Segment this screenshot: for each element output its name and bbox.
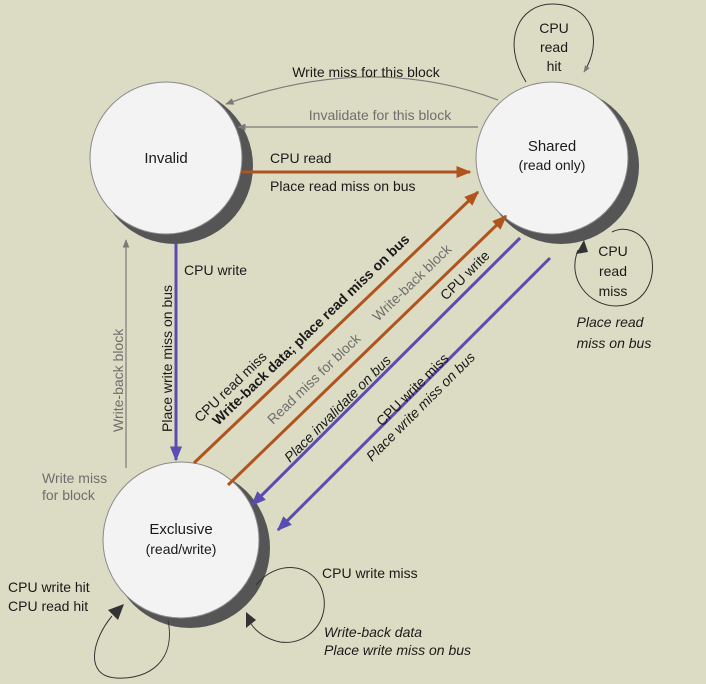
- label-shared-hit-line2: read: [540, 39, 568, 55]
- arrowhead-exclusive-self-hit: [108, 604, 124, 620]
- state-shared: Shared (read only): [475, 81, 639, 244]
- label-shared-hit-line3: hit: [547, 58, 562, 74]
- edge-shared-to-exclusive-cpu-write: [250, 236, 522, 507]
- state-exclusive-label: Exclusive: [149, 521, 212, 538]
- edge-exclusive-to-shared-read-miss: [226, 214, 508, 487]
- edge-exclusive-to-shared-cpu-read-miss: [192, 190, 480, 465]
- label-write-miss-for-this-block: Write miss for this block: [292, 64, 441, 80]
- edge-shared-self-read-hit: [513, 3, 594, 83]
- label-shared-miss-action1: Place read: [577, 314, 645, 330]
- label-exclusive-self-hit-line2: CPU read hit: [8, 598, 88, 614]
- label-exclusive-to-invalid-event2: for block: [42, 487, 96, 503]
- label-shared-miss-action2: miss on bus: [577, 335, 652, 351]
- label-shared-miss-line2: read: [599, 263, 627, 279]
- state-shared-sublabel: (read only): [519, 157, 586, 173]
- label-invalid-to-exclusive-action: Place write miss on bus: [159, 285, 175, 432]
- arrowhead-shared-self-read-miss: [576, 240, 588, 254]
- state-exclusive: Exclusive (read/write): [102, 461, 270, 628]
- label-shared-miss-line3: miss: [599, 283, 628, 299]
- label-exclusive-to-shared-read-miss-event: Read miss for block: [264, 330, 364, 428]
- label-invalid-to-exclusive-event: CPU write: [184, 262, 247, 278]
- arrowhead-exclusive-self-write-miss: [246, 612, 256, 628]
- state-invalid-circle: [89, 81, 243, 235]
- state-invalid: Invalid: [89, 81, 253, 244]
- label-exclusive-to-invalid-event1: Write miss: [42, 470, 107, 486]
- state-shared-label: Shared: [528, 138, 576, 155]
- label-shared-hit-line1: CPU: [539, 20, 569, 36]
- label-exclusive-self-miss-action2: Place write miss on bus: [324, 642, 471, 658]
- edge-shared-self-read-miss: [574, 228, 653, 307]
- edge-shared-to-exclusive-write-miss: [276, 256, 552, 532]
- label-exclusive-to-shared-cpu-read-miss-action: Write-back data; place read miss on bus: [209, 231, 413, 428]
- state-exclusive-circle: [102, 461, 260, 619]
- label-invalidate-for-this-block: Invalidate for this block: [309, 107, 452, 123]
- state-shared-circle: [475, 81, 629, 235]
- label-invalid-to-shared-event: CPU read: [270, 150, 331, 166]
- edge-exclusive-self-hit: [94, 615, 170, 679]
- label-exclusive-self-hit-line1: CPU write hit: [8, 579, 90, 595]
- edge-shared-to-invalid-write-miss: [225, 76, 499, 105]
- label-exclusive-self-miss-event: CPU write miss: [322, 565, 418, 581]
- label-shared-miss-line1: CPU: [598, 243, 628, 259]
- label-exclusive-to-invalid-action: Write-back block: [110, 328, 126, 432]
- edge-exclusive-self-write-miss: [247, 567, 325, 643]
- label-exclusive-self-miss-action1: Write-back data: [324, 624, 422, 640]
- state-invalid-label: Invalid: [144, 150, 187, 167]
- label-invalid-to-shared-action: Place read miss on bus: [270, 178, 416, 194]
- state-exclusive-sublabel: (read/write): [146, 541, 217, 557]
